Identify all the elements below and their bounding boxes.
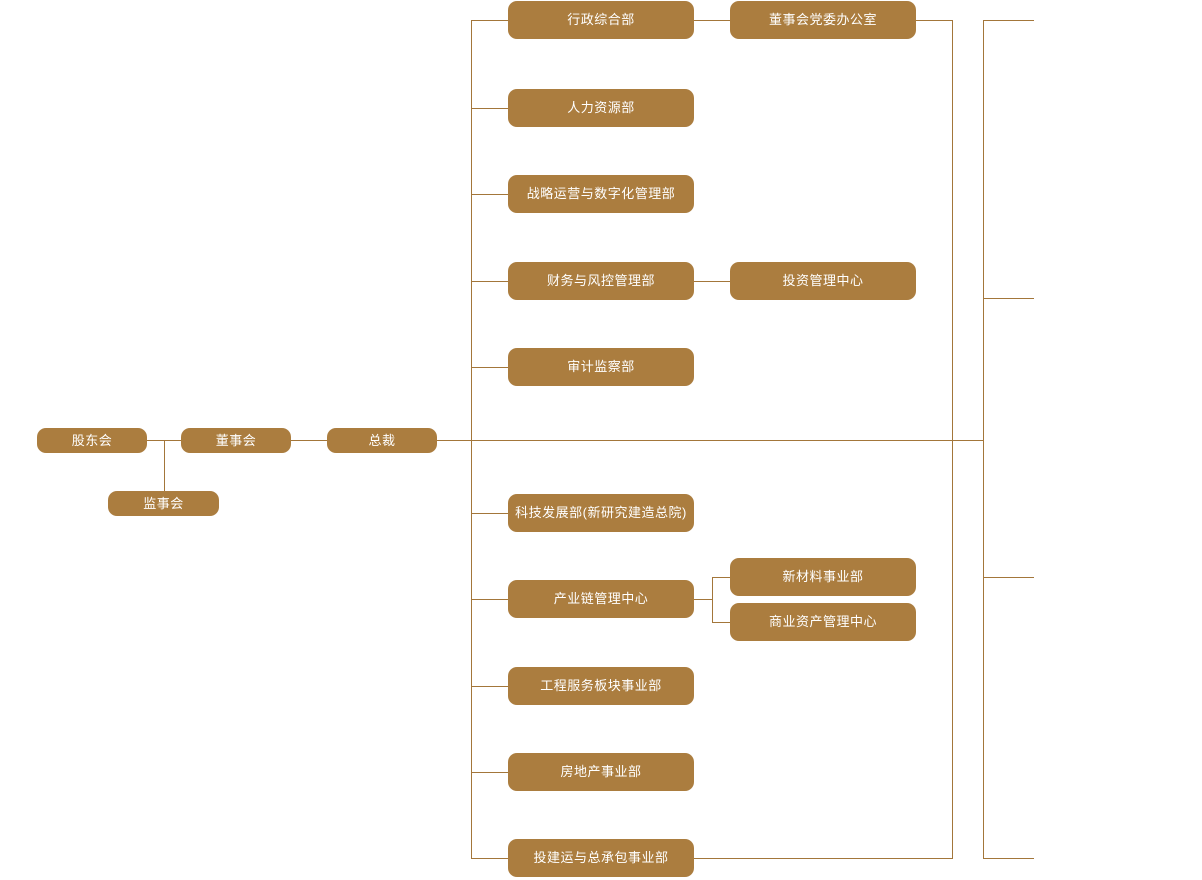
connector-party-office-out	[916, 20, 953, 21]
node-party-committee-office-label: 董事会党委办公室	[768, 12, 877, 28]
connector-stub-admin	[471, 20, 509, 21]
connector-board-to-president	[291, 440, 327, 441]
node-board-of-directors-label: 董事会	[215, 432, 257, 448]
node-real-estate-division-label: 房地产事业部	[560, 764, 642, 780]
node-engineering-services-division-label: 工程服务板块事业部	[540, 678, 662, 694]
connector-industry-chain-split	[712, 577, 713, 623]
node-board-of-directors[interactable]: 董事会	[181, 428, 291, 453]
connector-to-new-material	[712, 577, 731, 578]
node-technology-department-label: 科技发展部(新研究建造总院)	[515, 505, 687, 521]
connector-stub-strategy	[471, 194, 509, 195]
connector-stub-tech	[471, 513, 509, 514]
node-party-committee-office[interactable]: 董事会党委办公室	[730, 1, 916, 39]
connector-admin-to-party-office	[694, 20, 731, 21]
connector-department-spine-upper	[471, 20, 472, 441]
connector-stub-industry-chain	[471, 599, 509, 600]
node-admin-department[interactable]: 行政综合部	[508, 1, 694, 39]
connector-right-rail-inner-bottom	[694, 858, 953, 859]
node-strategy-department-label: 战略运营与数字化管理部	[526, 186, 676, 202]
connector-stub-epc	[471, 858, 509, 859]
node-finance-department-label: 财务与风控管理部	[546, 273, 655, 289]
connector-right-rail-outer-top	[983, 20, 1034, 21]
node-industry-chain-center[interactable]: 产业链管理中心	[508, 580, 694, 618]
node-new-material-division[interactable]: 新材料事业部	[730, 558, 916, 596]
node-real-estate-division[interactable]: 房地产事业部	[508, 753, 694, 791]
connector-right-rail-outer-bottom	[983, 858, 1034, 859]
node-new-material-division-label: 新材料事业部	[782, 569, 864, 585]
node-audit-department-label: 审计监察部	[567, 359, 635, 375]
connector-right-rail-inner	[952, 20, 953, 859]
connector-stub-finance	[471, 281, 509, 282]
node-commercial-asset-center[interactable]: 商业资产管理中心	[730, 603, 916, 641]
connector-finance-to-investment	[694, 281, 731, 282]
connector-to-commercial-asset	[712, 622, 731, 623]
node-shareholders[interactable]: 股东会	[37, 428, 147, 453]
node-investment-management-center-label: 投资管理中心	[782, 273, 864, 289]
node-investment-management-center[interactable]: 投资管理中心	[730, 262, 916, 300]
connector-supervisors-drop	[164, 440, 165, 504]
node-shareholders-label: 股东会	[71, 432, 113, 448]
node-president[interactable]: 总裁	[327, 428, 437, 453]
node-epc-division-label: 投建运与总承包事业部	[533, 850, 669, 866]
node-hr-department-label: 人力资源部	[567, 100, 635, 116]
connector-stub-realestate	[471, 772, 509, 773]
node-hr-department[interactable]: 人力资源部	[508, 89, 694, 127]
connector-right-rail-outer	[983, 20, 984, 859]
node-strategy-department[interactable]: 战略运营与数字化管理部	[508, 175, 694, 213]
node-president-label: 总裁	[368, 432, 396, 448]
connector-stub-engineering	[471, 686, 509, 687]
node-engineering-services-division[interactable]: 工程服务板块事业部	[508, 667, 694, 705]
connector-right-rail-outer-mid-upper	[983, 298, 1034, 299]
connector-right-rail-outer-mid-lower	[983, 577, 1034, 578]
node-industry-chain-center-label: 产业链管理中心	[553, 591, 649, 607]
node-board-of-supervisors[interactable]: 监事会	[108, 491, 219, 516]
connector-industry-chain-out	[694, 599, 713, 600]
node-commercial-asset-center-label: 商业资产管理中心	[768, 614, 877, 630]
node-admin-department-label: 行政综合部	[567, 12, 635, 28]
node-finance-department[interactable]: 财务与风控管理部	[508, 262, 694, 300]
node-audit-department[interactable]: 审计监察部	[508, 348, 694, 386]
node-epc-division[interactable]: 投建运与总承包事业部	[508, 839, 694, 877]
connector-stub-hr	[471, 108, 509, 109]
connector-president-trunk	[437, 440, 984, 441]
node-technology-department[interactable]: 科技发展部(新研究建造总院)	[508, 494, 694, 532]
node-board-of-supervisors-label: 监事会	[143, 495, 184, 511]
connector-stub-audit	[471, 367, 509, 368]
connector-department-spine-lower	[471, 440, 472, 859]
